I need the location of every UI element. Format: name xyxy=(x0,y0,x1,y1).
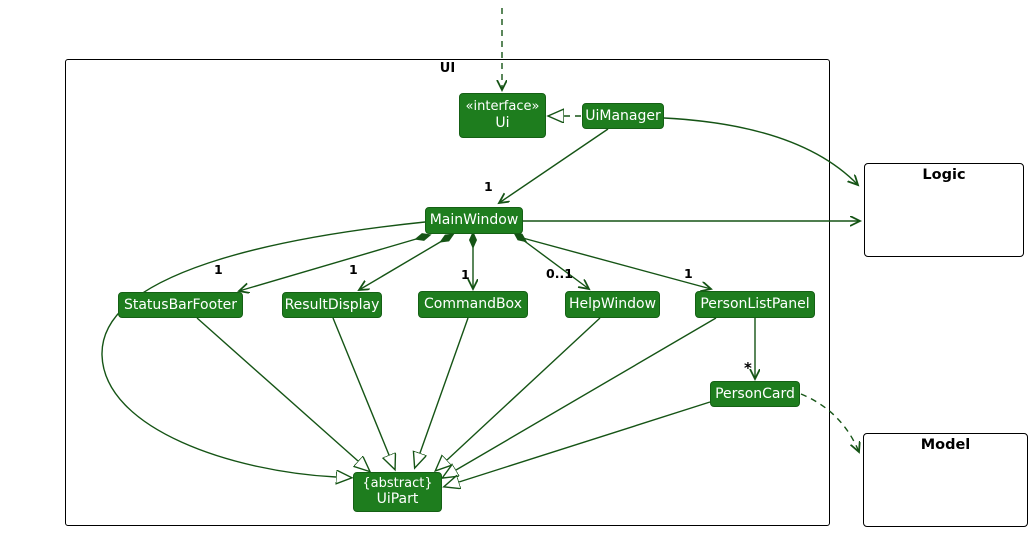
edge-personlistpanel-extends-uipart xyxy=(456,317,717,470)
edge-resultdisplay-extends-uipart xyxy=(332,317,389,455)
class-ui-interface-name: Ui xyxy=(495,114,510,131)
class-ui-interface: «interface» Ui xyxy=(459,93,546,138)
ui-package-label: UI xyxy=(439,61,456,76)
edge-personcard-extends-uipart xyxy=(459,401,711,482)
class-statusbarfooter: StatusBarFooter xyxy=(118,292,243,318)
multiplicity-personcard: * xyxy=(744,359,752,377)
component-model: Model xyxy=(863,433,1028,527)
edge-statusbarfooter-extends-uipart xyxy=(196,317,358,461)
class-commandbox: CommandBox xyxy=(418,291,528,318)
class-resultdisplay: ResultDisplay xyxy=(282,292,382,318)
class-helpwindow: HelpWindow xyxy=(565,291,660,318)
composition-diamond-icon xyxy=(469,231,477,249)
edge-helpwindow-extends-uipart xyxy=(447,317,601,460)
component-logic-label: Logic xyxy=(922,167,966,183)
class-mainwindow: MainWindow xyxy=(425,207,523,234)
edge-mainwindow-statusbarfooter xyxy=(239,236,424,291)
multiplicity-personlistpanel: 1 xyxy=(684,266,693,281)
class-uimanager: UiManager xyxy=(582,103,664,129)
class-personlistpanel-name: PersonListPanel xyxy=(700,296,810,313)
class-commandbox-name: CommandBox xyxy=(424,296,522,313)
edge-personcard-model xyxy=(800,393,859,452)
composition-diamond-icon xyxy=(439,233,455,243)
multiplicity-mainwindow: 1 xyxy=(484,179,493,194)
class-personcard-name: PersonCard xyxy=(715,385,795,402)
composition-diamond-icon xyxy=(414,233,432,241)
class-uipart-stereotype: {abstract} xyxy=(362,475,433,491)
class-statusbarfooter-name: StatusBarFooter xyxy=(123,296,238,313)
multiplicity-helpwindow: 0..1 xyxy=(546,266,573,281)
multiplicity-resultdisplay: 1 xyxy=(349,262,358,277)
edge-uimanager-logic xyxy=(663,117,858,185)
component-logic: Logic xyxy=(864,163,1024,257)
class-uipart: {abstract} UiPart xyxy=(353,472,442,512)
class-resultdisplay-name: ResultDisplay xyxy=(284,296,380,313)
composition-diamond-icon xyxy=(512,231,528,243)
edge-mainwindow-helpwindow xyxy=(518,236,589,289)
ui-package-frame xyxy=(65,59,830,526)
component-model-label: Model xyxy=(920,437,971,453)
class-uimanager-name: UiManager xyxy=(585,107,661,124)
multiplicity-commandbox: 1 xyxy=(461,267,470,282)
edge-uimanager-mainwindow xyxy=(499,128,609,203)
class-uipart-name: UiPart xyxy=(376,491,419,508)
edge-mainwindow-personlistpanel xyxy=(518,236,711,289)
class-helpwindow-name: HelpWindow xyxy=(568,296,657,313)
edge-mainwindow-extends-uipart xyxy=(101,221,426,477)
class-personlistpanel: PersonListPanel xyxy=(695,291,815,318)
edge-commandbox-extends-uipart xyxy=(420,317,469,453)
class-ui-interface-stereotype: «interface» xyxy=(465,99,540,115)
edge-mainwindow-resultdisplay xyxy=(359,237,448,290)
class-mainwindow-name: MainWindow xyxy=(429,212,519,229)
multiplicity-statusbarfooter: 1 xyxy=(214,262,223,277)
class-personcard: PersonCard xyxy=(710,381,800,407)
